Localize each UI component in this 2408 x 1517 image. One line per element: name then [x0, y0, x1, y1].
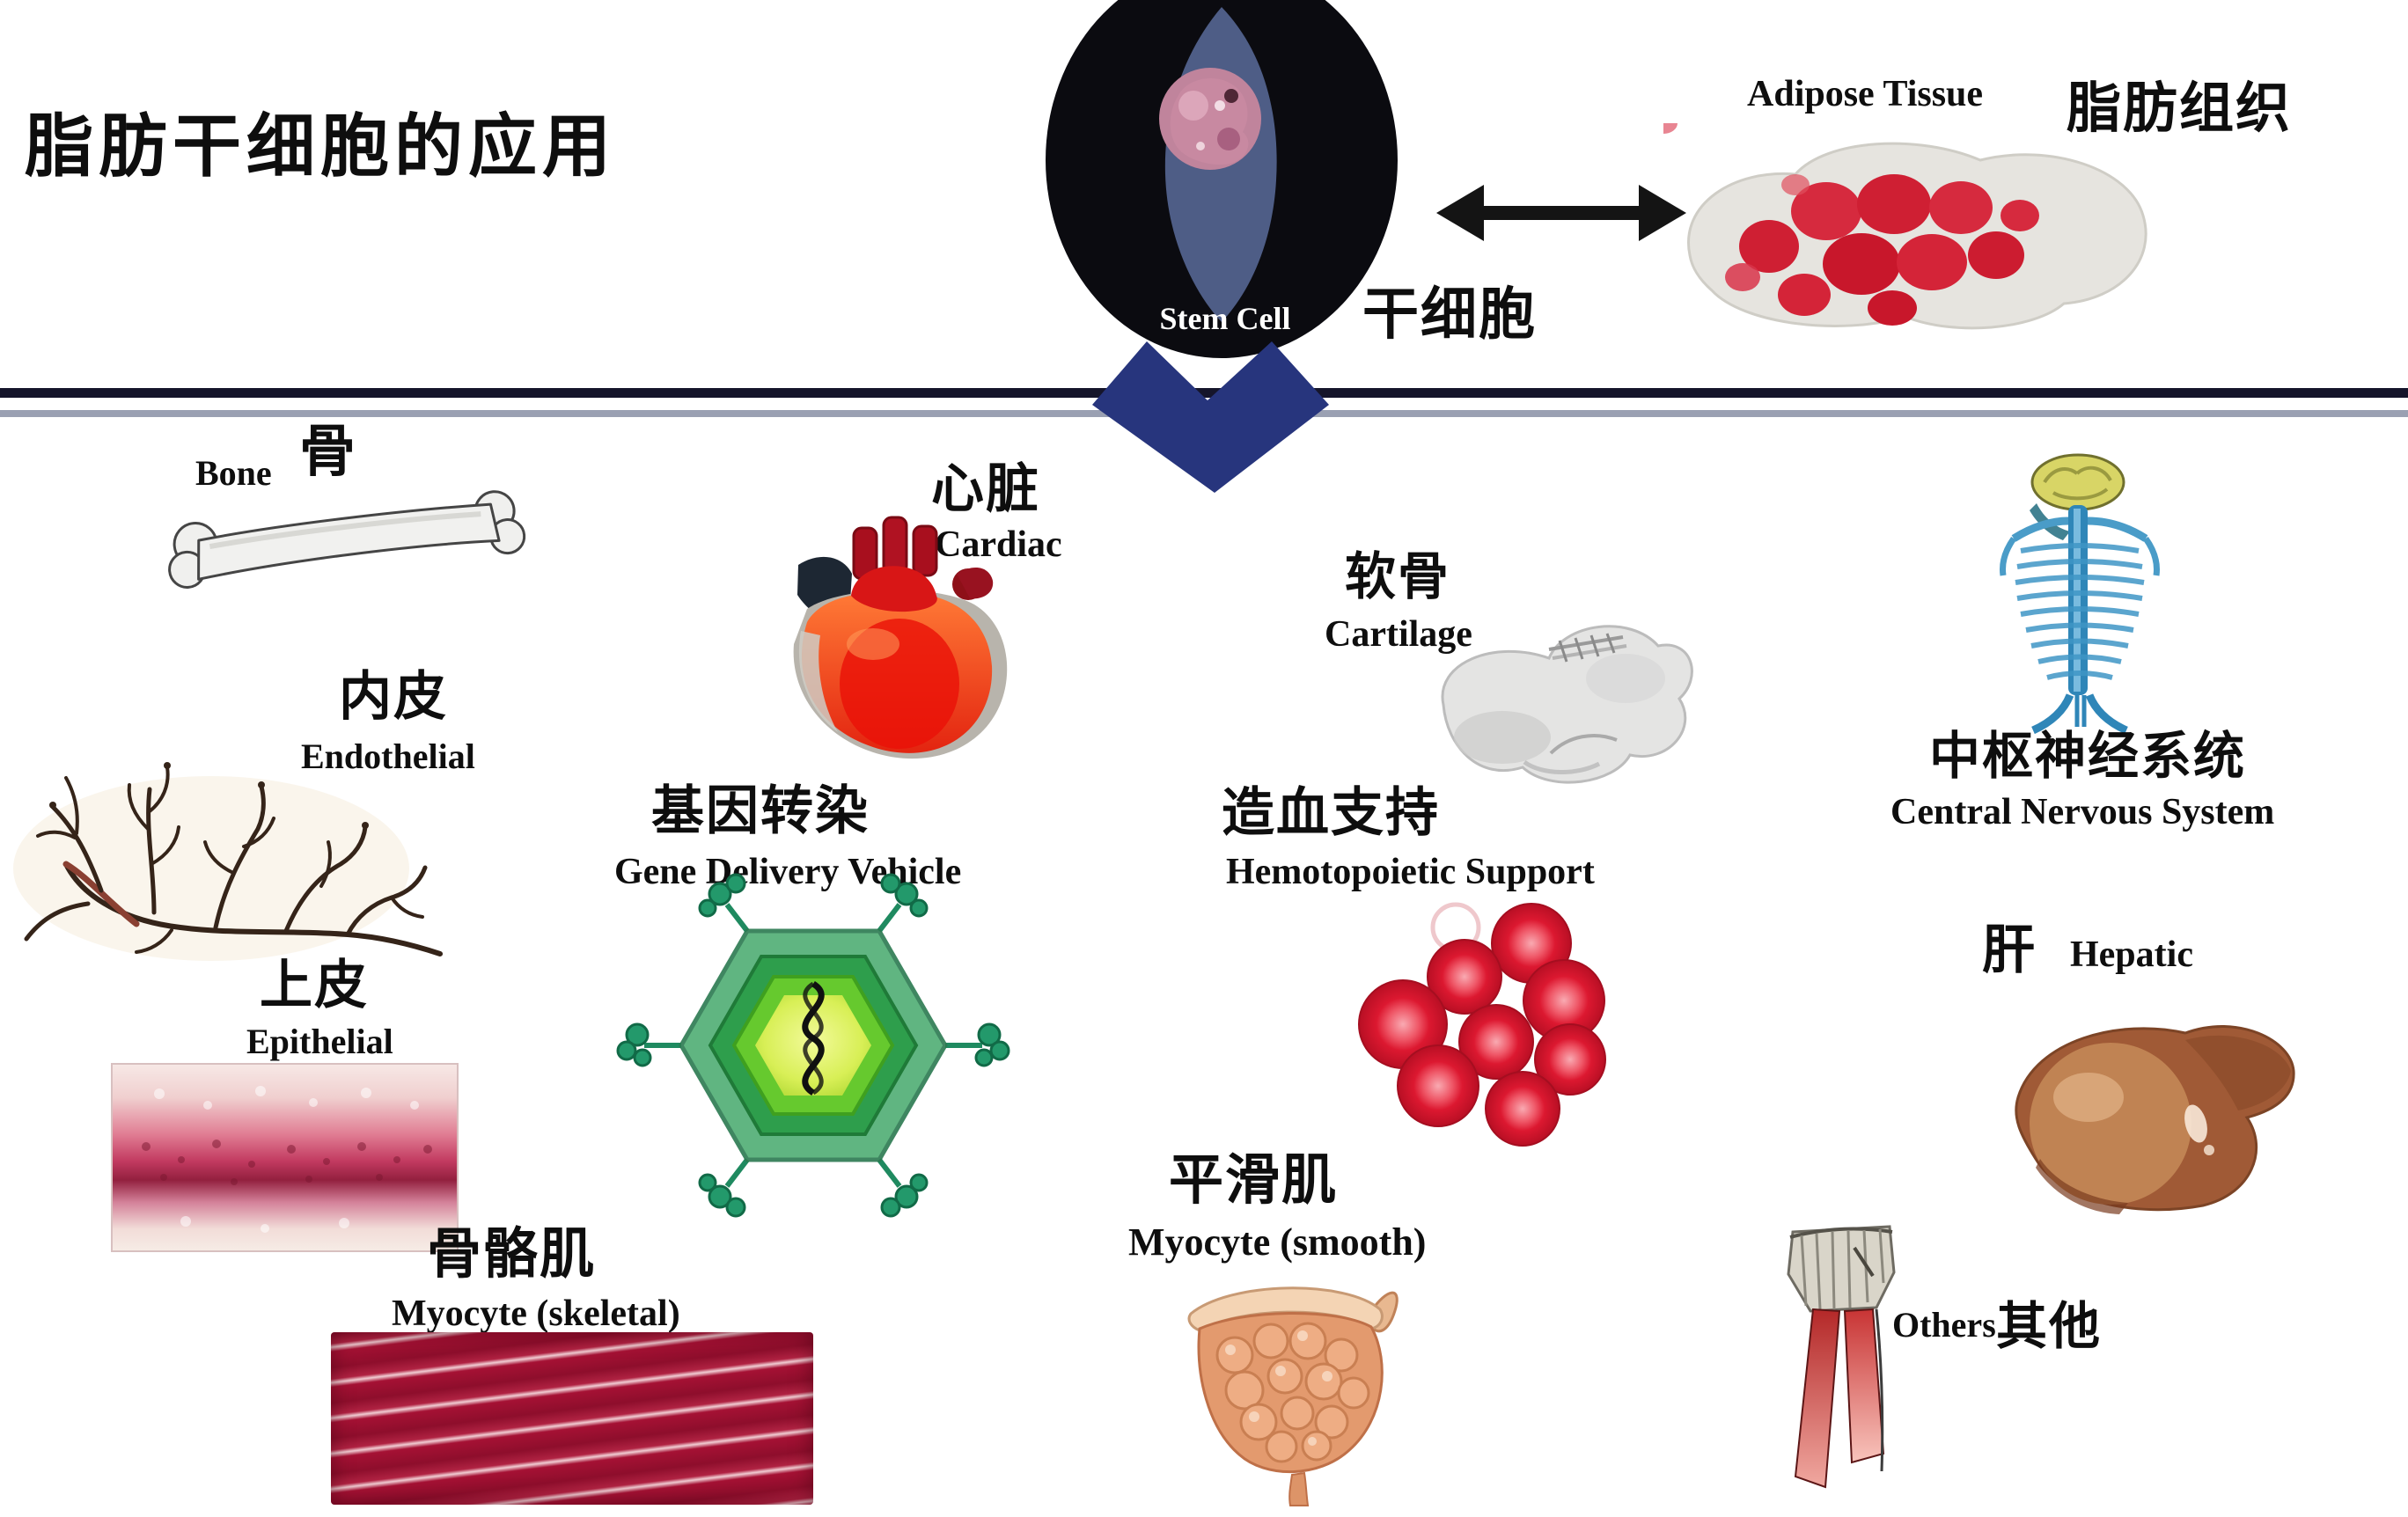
cns-illustration — [2000, 453, 2160, 735]
hepatic-label-zh: 肝 — [1982, 920, 2037, 981]
adipose-tissue-label-zh: 脂肪组织 — [2067, 76, 2293, 140]
endothelial-label-zh: 内皮 — [339, 666, 448, 728]
hemopoietic-illustration — [1358, 902, 1606, 1147]
stem-cell-illustration — [1046, 0, 1398, 358]
cns-label-zh: 中枢神经系统 — [1929, 726, 2247, 786]
hemopoietic-label-zh: 造血支持 — [1222, 782, 1440, 844]
epithelial-label-zh: 上皮 — [260, 955, 369, 1016]
cartilage-label-en: Cartilage — [1325, 614, 1472, 655]
cartilage-label-zh: 软骨 — [1345, 546, 1451, 606]
hepatic-label-en: Hepatic — [2070, 934, 2193, 975]
myocyte-smooth-illustration — [1187, 1286, 1399, 1506]
cardiac-label-en: Cardiac — [935, 524, 1062, 565]
hemopoietic-label-en: Hemotopoietic Support — [1226, 852, 1595, 892]
adipose-tissue-illustration — [1663, 123, 2147, 330]
gene-delivery-label-zh: 基因转染 — [651, 780, 870, 842]
cardiac-illustration — [793, 516, 1008, 759]
down-chevron-icon — [1092, 341, 1329, 493]
endothelial-label-en: Endothelial — [301, 737, 475, 776]
bone-label-zh: 骨 — [299, 420, 357, 485]
epithelial-illustration — [111, 1063, 459, 1252]
endothelial-illustration — [13, 762, 443, 961]
others-label-en: Others — [1892, 1305, 1996, 1345]
cns-label-en: Central Nervous System — [1890, 792, 2275, 832]
myocyte-skeletal-label-en: Myocyte (skeletal) — [392, 1293, 680, 1334]
others-label-zh: 其他 — [1996, 1296, 2103, 1356]
bone-illustration — [168, 490, 526, 589]
page-title: 脂肪干细胞的应用 — [25, 107, 617, 187]
myocyte-smooth-label-en: Myocyte (smooth) — [1128, 1220, 1427, 1264]
myocyte-skeletal-illustration — [331, 1332, 813, 1505]
bone-label-en: Bone — [195, 453, 272, 493]
adipose-tissue-label-en: Adipose Tissue — [1747, 74, 1984, 114]
others-illustration — [1787, 1225, 1896, 1489]
bidirectional-arrow-icon — [1436, 185, 1686, 241]
stem-cell-label-en: Stem Cell — [1159, 301, 1291, 336]
hepatic-illustration — [2015, 1025, 2295, 1214]
myocyte-skeletal-label-zh: 骨骼肌 — [427, 1221, 597, 1286]
gene-delivery-illustration — [616, 873, 1010, 1218]
divider-line-dark — [0, 388, 2408, 398]
stem-cell-label-zh: 干细胞 — [1362, 282, 1537, 348]
cardiac-label-zh: 心脏 — [931, 458, 1040, 520]
myocyte-smooth-label-zh: 平滑肌 — [1169, 1147, 1339, 1212]
cartilage-illustration — [1441, 625, 1693, 784]
epithelial-label-en: Epithelial — [246, 1022, 393, 1061]
